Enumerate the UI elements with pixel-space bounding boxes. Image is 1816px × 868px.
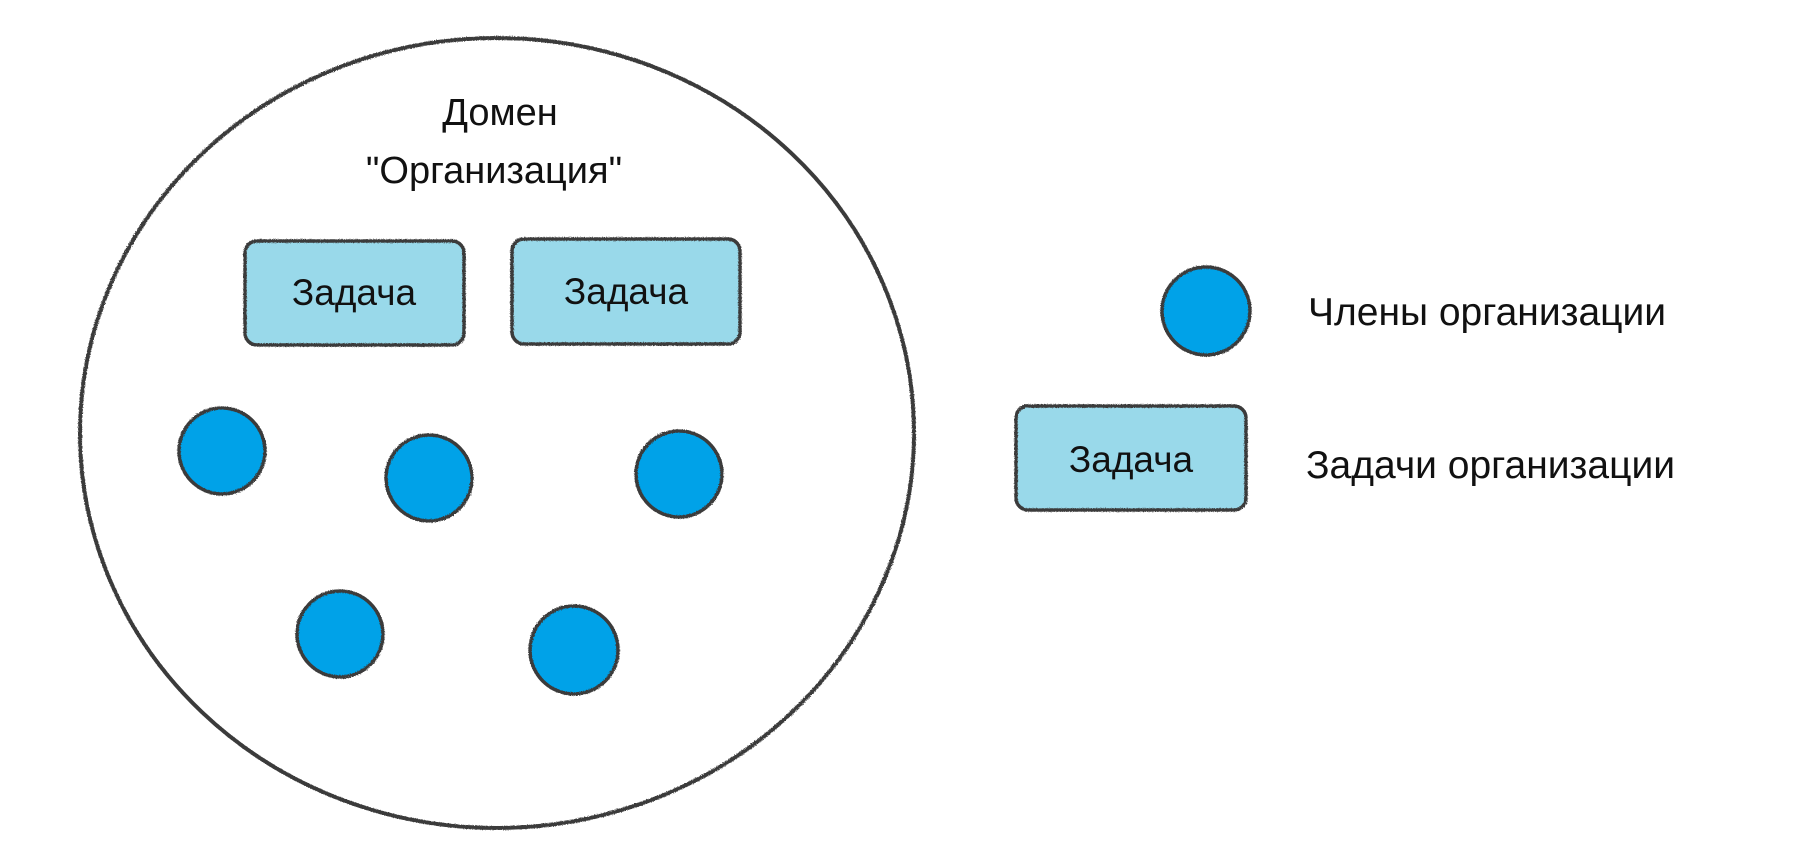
task-label: Задача: [292, 272, 417, 313]
member-circle: [295, 589, 385, 679]
member-circle: [384, 433, 474, 523]
task-box-rect: [510, 237, 742, 346]
legend-task-box: Задача: [1014, 404, 1248, 512]
legend-member-circle: [1160, 265, 1252, 357]
legend-task-rect: [1014, 404, 1248, 512]
domain-title-line2: "Организация": [366, 150, 622, 192]
legend-tasks-label: Задачи организации: [1306, 444, 1675, 487]
members-group: [177, 406, 724, 696]
legend-task-label: Задача: [1069, 439, 1194, 480]
member-circle: [634, 429, 724, 519]
member-circle: [177, 406, 267, 496]
task-box-rect: [243, 239, 466, 347]
task-box: Задача: [510, 237, 742, 346]
task-label: Задача: [564, 271, 689, 312]
task-box: Задача: [243, 239, 466, 347]
domain-circle: [78, 36, 916, 830]
legend-members-label: Члены организации: [1308, 291, 1666, 334]
member-circle: [528, 604, 620, 696]
domain-title-line1: Домен: [442, 92, 558, 134]
legend: Члены организации Задача Задачи организа…: [1014, 265, 1675, 512]
